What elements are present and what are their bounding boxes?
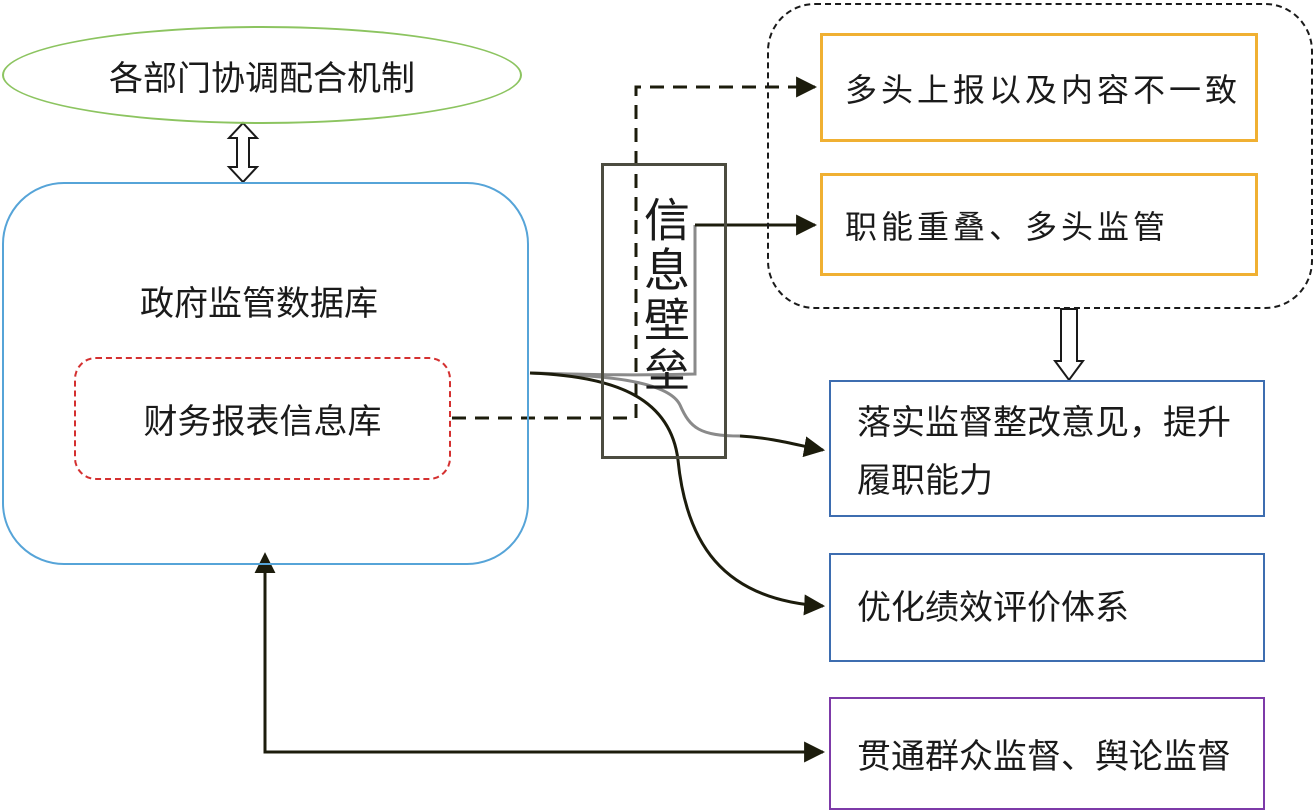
outcome-rectification-box: 落实监督整改意见，提升履职能力 bbox=[829, 380, 1265, 517]
outcome-performance-label: 优化绩效评价体系 bbox=[857, 587, 1129, 628]
outcome-rectification-label: 落实监督整改意见，提升履职能力 bbox=[857, 403, 1231, 501]
info-barrier-label: 信息壁垒 bbox=[637, 196, 691, 396]
outcome-public-supervision-label: 贯通群众监督、舆论监督 bbox=[857, 737, 1231, 777]
info-barrier-box: 信息壁垒 bbox=[601, 163, 727, 459]
hollow-down-arrow bbox=[1053, 308, 1085, 382]
coordination-mechanism-label: 各部门协调配合机制 bbox=[109, 58, 415, 99]
outcome-performance-box: 优化绩效评价体系 bbox=[829, 553, 1265, 662]
issue-multiple-reporting-label: 多头上报以及内容不一致 bbox=[845, 70, 1242, 109]
connector-outcome1 bbox=[739, 434, 826, 458]
financial-database-label: 财务报表信息库 bbox=[143, 402, 382, 442]
issue-multiple-reporting-box: 多头上报以及内容不一致 bbox=[820, 33, 1258, 142]
coordination-mechanism-ellipse: 各部门协调配合机制 bbox=[2, 26, 522, 124]
connector-public-supervision bbox=[254, 552, 826, 763]
financial-database-box: 财务报表信息库 bbox=[74, 357, 451, 480]
bidirectional-hollow-arrow bbox=[226, 121, 260, 184]
gov-database-box: 政府监管数据库 bbox=[2, 182, 529, 565]
gray-connector-outcome1 bbox=[529, 371, 741, 438]
gov-database-label: 政府监管数据库 bbox=[140, 284, 378, 324]
outcome-public-supervision-box: 贯通群众监督、舆论监督 bbox=[829, 697, 1265, 810]
issue-overlapping-functions-label: 职能重叠、多头监管 bbox=[845, 207, 1170, 246]
dashed-connector-issue1 bbox=[452, 76, 818, 420]
issue-overlapping-functions-box: 职能重叠、多头监管 bbox=[820, 173, 1258, 276]
issues-group-box bbox=[767, 3, 1313, 309]
